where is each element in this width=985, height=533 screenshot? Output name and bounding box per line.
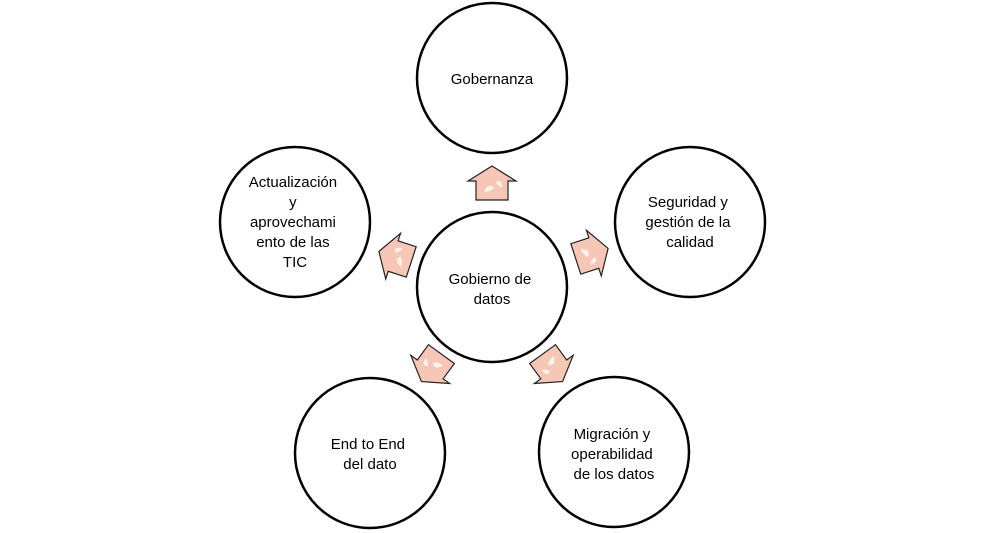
- node-actualizacion-line: ento de las: [256, 234, 329, 251]
- node-center-circle: [415, 210, 569, 364]
- node-gobernanza-circle: [415, 1, 569, 155]
- node-gobernanza-line: Gobernanza: [451, 71, 534, 88]
- node-seguridad-line: gestión de la: [645, 214, 731, 231]
- node-center-label: Gobierno de datos: [449, 271, 536, 308]
- node-actualizacion-line: y: [289, 194, 297, 211]
- node-migracion: Migración y operabilidad de los datos: [537, 375, 691, 529]
- arrow-body: [570, 228, 609, 279]
- node-actualizacion-label: Actualización y aprovechami ento de las …: [249, 174, 342, 271]
- node-actualizacion-line: aprovechami: [250, 214, 336, 231]
- node-migracion-line: operabilidad: [571, 446, 653, 463]
- node-center-line: Gobierno de: [449, 271, 532, 288]
- arrow-body: [409, 343, 456, 385]
- node-seguridad-line: calidad: [666, 234, 714, 251]
- node-actualizacion-circle: [218, 145, 372, 299]
- node-end-to-end-line: End to End: [331, 436, 405, 453]
- node-seguridad-label: Seguridad y gestión de la calidad: [645, 194, 734, 251]
- arrow-highlight: [395, 247, 403, 268]
- node-end-to-end-label: End to End del dato: [331, 436, 409, 473]
- arrow-body: [465, 165, 519, 201]
- arrow-to-gobernanza: [465, 165, 519, 201]
- node-migracion-line: Migración y: [574, 426, 651, 443]
- arrow-highlight: [423, 357, 444, 368]
- arrow-to-actualizacion: [378, 231, 417, 282]
- node-actualizacion: Actualización y aprovechami ento de las …: [218, 145, 372, 299]
- node-end-to-end-circle: [293, 376, 447, 530]
- arrow-highlight: [541, 355, 555, 375]
- node-end-to-end-line: del dato: [343, 456, 396, 473]
- arrow-to-seguridad: [570, 228, 609, 279]
- arrow-highlight: [484, 180, 502, 192]
- node-center: Gobierno de datos: [415, 210, 569, 364]
- node-seguridad: Seguridad y gestión de la calidad: [613, 145, 767, 299]
- node-end-to-end: End to End del dato: [293, 376, 447, 530]
- arrow-to-migracion: [528, 343, 575, 385]
- node-seguridad-line: Seguridad y: [648, 194, 729, 211]
- node-actualizacion-line: TIC: [283, 254, 307, 271]
- node-migracion-circle: [537, 375, 691, 529]
- node-migracion-label: Migración y operabilidad de los datos: [571, 426, 657, 483]
- arrow-to-end-to-end: [409, 343, 456, 385]
- node-migracion-line: de los datos: [574, 466, 655, 483]
- node-center-line: datos: [474, 291, 511, 308]
- node-gobernanza-label: Gobernanza: [451, 71, 534, 88]
- node-actualizacion-line: Actualización: [249, 174, 337, 191]
- arrow-highlight: [580, 248, 597, 265]
- arrow-body: [378, 231, 417, 282]
- node-gobernanza: Gobernanza: [415, 1, 569, 155]
- node-seguridad-circle: [613, 145, 767, 299]
